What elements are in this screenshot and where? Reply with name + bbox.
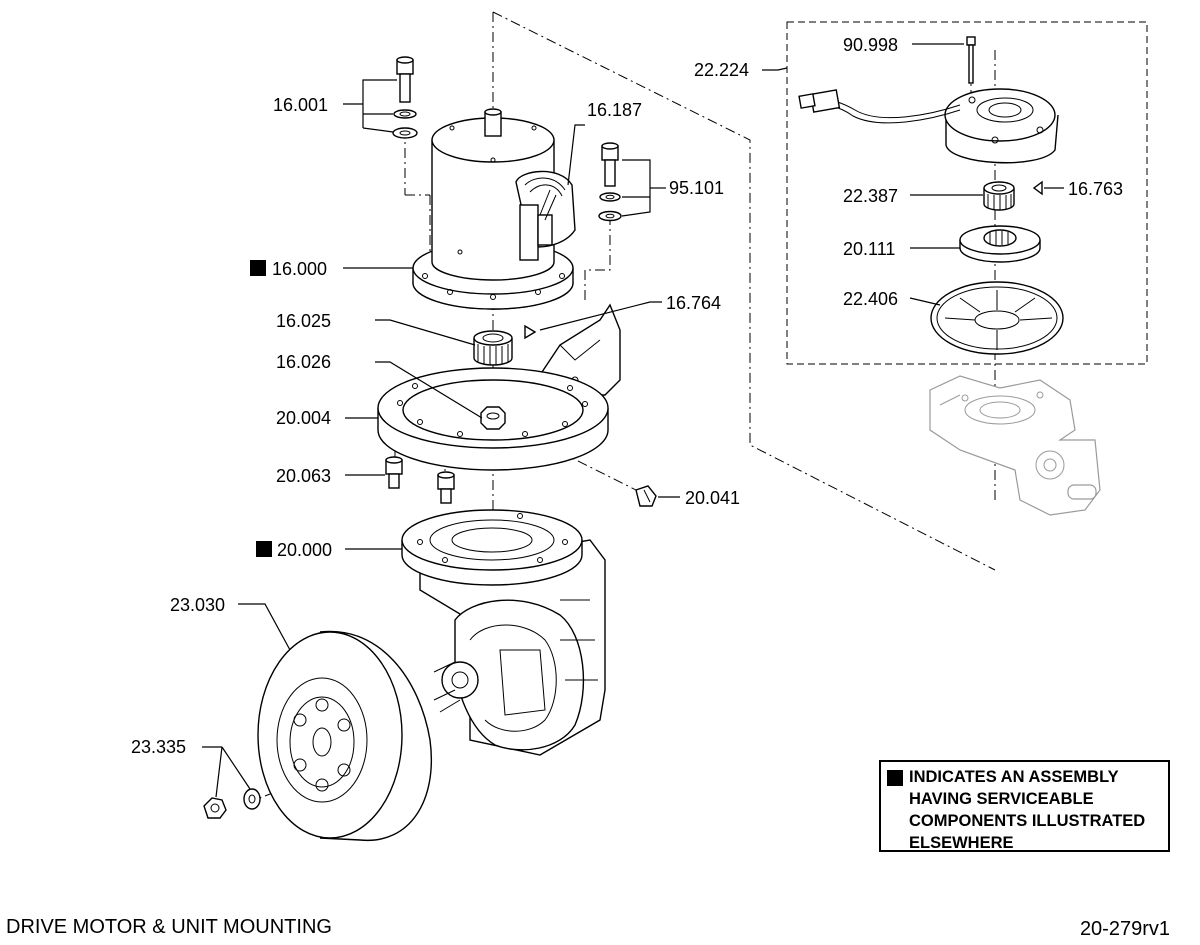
legend-text-2: HAVING SERVICEABLE bbox=[909, 790, 1094, 808]
callout-20041: 20.041 bbox=[685, 488, 740, 508]
callout-16764: 16.764 bbox=[666, 293, 721, 313]
brake-screw-90998 bbox=[966, 36, 976, 84]
assembly-marker-square bbox=[887, 770, 903, 786]
callout-20004: 20.004 bbox=[276, 408, 331, 428]
legend-box: INDICATES AN ASSEMBLY HAVING SERVICEABLE… bbox=[879, 760, 1170, 852]
callout-20000: 20.000 bbox=[277, 540, 332, 560]
legend-text-1: INDICATES AN ASSEMBLY bbox=[909, 768, 1119, 786]
screw-and-washers-16001 bbox=[392, 56, 418, 139]
assembly-marker-20000 bbox=[256, 541, 272, 557]
seal-22406 bbox=[930, 281, 1064, 355]
callout-16026: 16.026 bbox=[276, 352, 331, 372]
legend-line-4: ELSEWHERE bbox=[887, 832, 1162, 854]
screw-and-washers-95101 bbox=[598, 142, 622, 222]
callout-22406: 22.406 bbox=[843, 289, 898, 309]
brake-disc-20111 bbox=[959, 225, 1041, 263]
callout-22224: 22.224 bbox=[694, 60, 749, 80]
callout-23335: 23.335 bbox=[131, 737, 186, 757]
legend-line-3: COMPONENTS ILLUSTRATED bbox=[887, 810, 1162, 832]
legend-line-2: HAVING SERVICEABLE bbox=[887, 788, 1162, 810]
context-housing-ghost bbox=[929, 375, 1101, 516]
diagram-code: 20-279rv1 bbox=[1079, 918, 1170, 940]
callout-23030: 23.030 bbox=[170, 595, 225, 615]
callout-16025: 16.025 bbox=[276, 311, 331, 331]
callout-labels: 16.001 16.187 95.101 16.000 16.764 16.02… bbox=[131, 35, 1123, 757]
callout-16763: 16.763 bbox=[1068, 179, 1123, 199]
callout-95101: 95.101 bbox=[669, 178, 724, 198]
key-16763 bbox=[1032, 180, 1043, 196]
wheel-nut-and-washer bbox=[203, 788, 261, 819]
motor-sensor bbox=[515, 170, 576, 261]
diagram-title: DRIVE MOTOR & UNIT MOUNTING bbox=[6, 916, 332, 938]
woodruff-key bbox=[524, 324, 537, 340]
callout-16000: 16.000 bbox=[272, 259, 327, 279]
plug-20041 bbox=[635, 485, 657, 507]
legend-line-1: INDICATES AN ASSEMBLY bbox=[887, 766, 1162, 788]
callout-22387: 22.387 bbox=[843, 186, 898, 206]
callout-16001: 16.001 bbox=[273, 95, 328, 115]
drive-unit-housing bbox=[401, 509, 606, 756]
callout-20111: 20.111 bbox=[843, 239, 895, 259]
brake-hub-22387 bbox=[983, 181, 1015, 211]
callout-16187: 16.187 bbox=[587, 100, 642, 120]
brake-unit bbox=[798, 88, 1059, 164]
hex-nut bbox=[480, 406, 506, 430]
callout-20063: 20.063 bbox=[276, 466, 331, 486]
bolts-20063 bbox=[385, 456, 455, 504]
assembly-marker-16000 bbox=[250, 260, 266, 276]
brake-kit-box bbox=[786, 21, 1148, 365]
leader-lines bbox=[202, 43, 1064, 798]
callout-90998: 90.998 bbox=[843, 35, 898, 55]
legend-text-4: ELSEWHERE bbox=[909, 834, 1014, 852]
legend-text-3: COMPONENTS ILLUSTRATED bbox=[909, 812, 1146, 830]
pinion-gear bbox=[473, 330, 513, 366]
drive-wheel bbox=[257, 630, 432, 841]
